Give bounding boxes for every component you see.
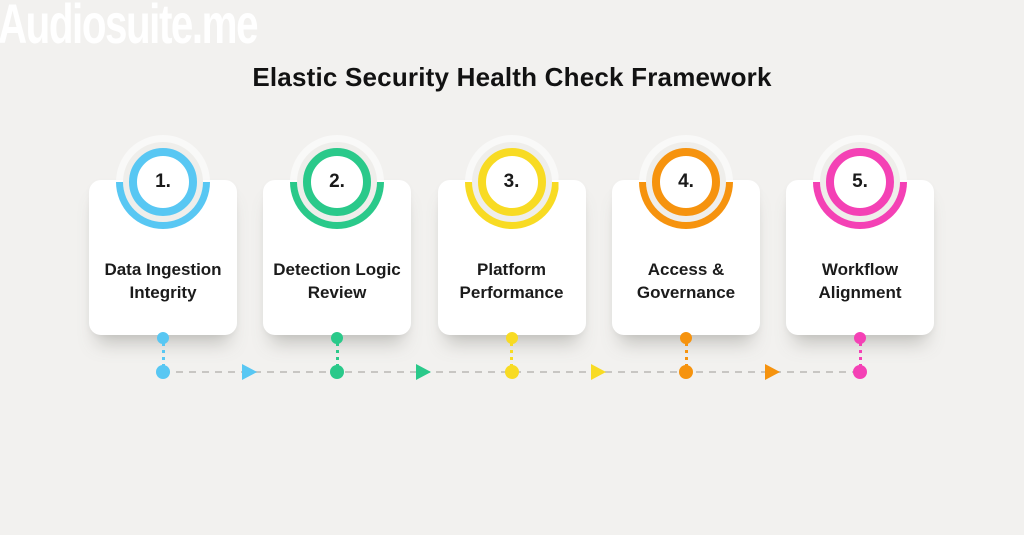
step-number-circle: 1. xyxy=(129,148,197,216)
step-label-line1: Workflow xyxy=(821,260,899,279)
flow-arrow-icon xyxy=(765,364,780,380)
vertical-dotted-connector xyxy=(161,343,165,366)
step-label: Workflow Alignment xyxy=(786,258,934,304)
vertical-dotted-connector xyxy=(858,343,862,366)
step-number: 5. xyxy=(852,171,868,192)
step-number: 4. xyxy=(678,171,694,192)
step-label: Platform Performance xyxy=(438,258,586,304)
step-number-circle: 2. xyxy=(303,148,371,216)
step-group-4: 4. Access & Governance xyxy=(612,135,780,380)
flow-arrow-icon xyxy=(242,364,257,380)
card-anchor-dot xyxy=(505,332,518,344)
watermark-logo: Audiosuite.me xyxy=(0,0,259,55)
track-node-dot xyxy=(853,365,867,379)
flow-arrow-icon xyxy=(416,364,431,380)
card-anchor-dot xyxy=(157,332,169,344)
step-label-line1: Detection Logic xyxy=(273,260,401,279)
card-anchor-dot xyxy=(680,332,692,344)
step-label: Access & Governance xyxy=(612,258,760,304)
track-node-dot xyxy=(504,365,519,379)
track-node-dot xyxy=(156,365,170,379)
step-group-2: 2. Detection Logic Review xyxy=(263,135,431,380)
step-card-2: 2. Detection Logic Review xyxy=(263,135,411,335)
flow-arrow-icon xyxy=(590,364,606,380)
step-label-line1: Access & xyxy=(647,260,725,279)
step-number-circle: 3. xyxy=(477,148,546,216)
vertical-dotted-connector xyxy=(335,343,339,366)
step-label-line2: Alignment xyxy=(818,283,902,302)
card-anchor-dot xyxy=(331,332,343,344)
track-node-dot xyxy=(330,365,344,379)
step-label-line2: Review xyxy=(307,283,367,302)
step-card-4: 4. Access & Governance xyxy=(612,135,760,335)
step-label-line1: Data Ingestion xyxy=(104,260,222,279)
step-number: 2. xyxy=(329,171,345,192)
step-number-badge: 2. xyxy=(290,135,384,229)
step-number-badge: 5. xyxy=(813,135,907,229)
step-number: 1. xyxy=(155,171,171,192)
step-number-badge: 1. xyxy=(116,135,210,229)
step-card-1: 1. Data Ingestion Integrity xyxy=(89,135,237,335)
step-group-1: 1. Data Ingestion Integrity xyxy=(89,135,257,380)
step-card-5: 5. Workflow Alignment xyxy=(786,135,934,335)
vertical-dotted-connector xyxy=(684,343,688,366)
step-label-line2: Integrity xyxy=(129,283,197,302)
step-card-3: 3. Platform Performance xyxy=(437,135,586,335)
step-group-5: 5. Workflow Alignment xyxy=(786,135,934,379)
step-group-3: 3. Platform Performance xyxy=(437,135,606,380)
step-number-circle: 4. xyxy=(652,148,720,216)
step-number-circle: 5. xyxy=(826,148,894,216)
track-node-dot xyxy=(679,365,693,379)
step-number-badge: 4. xyxy=(639,135,733,229)
step-label: Data Ingestion Integrity xyxy=(89,258,237,304)
step-label-line2: Governance xyxy=(636,283,736,302)
step-number: 3. xyxy=(503,171,520,192)
vertical-dotted-connector xyxy=(510,343,513,366)
page-title: Elastic Security Health Check Framework xyxy=(252,62,772,92)
step-label-line2: Performance xyxy=(459,283,564,302)
card-anchor-dot xyxy=(854,332,866,344)
step-label: Detection Logic Review xyxy=(263,258,411,304)
step-number-badge: 3. xyxy=(464,135,559,229)
step-label-line1: Platform xyxy=(477,260,546,279)
